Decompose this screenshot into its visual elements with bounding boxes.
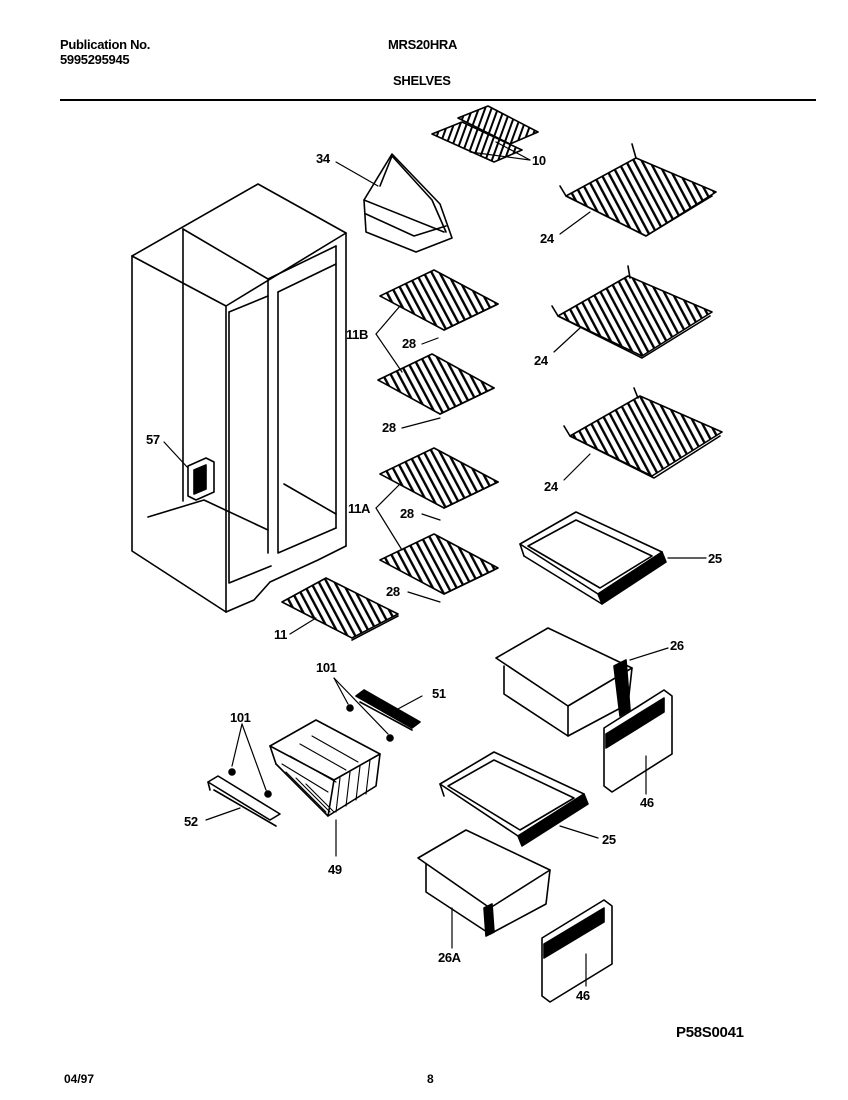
figure-code: P58S0041	[676, 1024, 744, 1041]
screws-101-upper	[346, 704, 394, 742]
callout-28-c: 28	[400, 506, 414, 521]
callout-11: 11	[274, 627, 287, 642]
callout-26: 26	[670, 638, 684, 653]
refrigerator-cabinet	[131, 183, 347, 613]
callout-51: 51	[432, 686, 446, 701]
freezer-shelf-24-mid	[551, 265, 713, 359]
callout-101-lower: 101	[230, 710, 251, 725]
drawer-front-46-upper	[603, 689, 673, 793]
leader-lines	[163, 141, 707, 987]
shelf-11	[281, 577, 399, 641]
revision-date: 04/97	[64, 1072, 95, 1086]
callout-26a: 26A	[438, 950, 461, 965]
publication-label: Publication No.	[60, 37, 151, 52]
shelf-11b-lower	[377, 353, 495, 415]
callout-49: 49	[328, 862, 342, 877]
crisper-cover-25-upper	[519, 511, 667, 605]
shelf-11a-lower	[379, 533, 499, 595]
model-number: MRS20HRA	[388, 37, 458, 52]
rail-51	[355, 689, 421, 731]
header-rule	[60, 99, 816, 101]
shelf-11a-upper	[379, 447, 499, 509]
callout-28-b: 28	[382, 420, 396, 435]
callout-52: 52	[184, 814, 198, 829]
publication-number: 5995295945	[60, 52, 130, 67]
page-number: 8	[427, 1072, 434, 1086]
callout-46-upper: 46	[640, 795, 654, 810]
shelf-11b-upper	[379, 269, 499, 331]
crisper-drawer-26a	[417, 829, 551, 937]
callout-24-top: 24	[540, 231, 554, 246]
callout-24-low: 24	[544, 479, 558, 494]
callout-10: 10	[532, 153, 546, 168]
wire-basket-49	[269, 719, 381, 817]
section-title: SHELVES	[393, 73, 451, 88]
callout-28-a: 28	[402, 336, 416, 351]
callout-11a: 11A	[348, 501, 370, 516]
drawer-front-46-lower	[541, 899, 613, 1003]
callout-28-d: 28	[386, 584, 400, 599]
freezer-shelf-24-top	[559, 143, 717, 237]
screws-101-lower	[228, 768, 272, 798]
callout-57: 57	[146, 432, 160, 447]
callout-46-lower: 46	[576, 988, 590, 1003]
callout-25-lower: 25	[602, 832, 616, 847]
callout-34: 34	[316, 151, 330, 166]
crisper-drawer-26	[495, 627, 633, 737]
door-bin-34	[363, 153, 453, 253]
callout-11b: 11B	[346, 327, 368, 342]
bracket-52	[207, 775, 281, 827]
callout-101-upper: 101	[316, 660, 337, 675]
callout-24-mid: 24	[534, 353, 548, 368]
callout-25-upper: 25	[708, 551, 722, 566]
crisper-cover-25-lower	[439, 751, 589, 847]
freezer-shelf-24-low	[563, 387, 723, 479]
